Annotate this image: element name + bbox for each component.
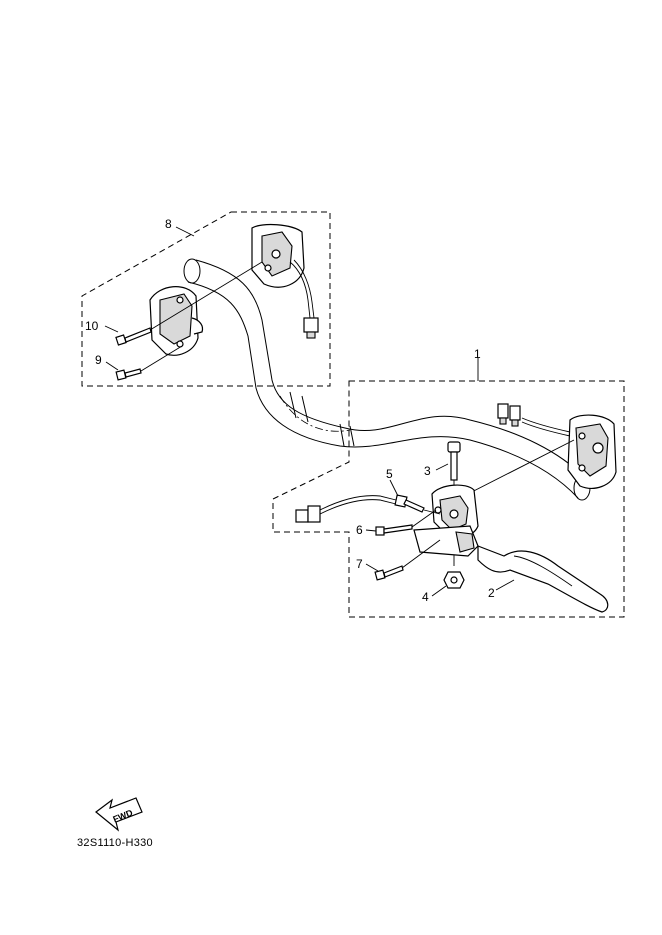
screw-7 <box>374 565 404 581</box>
callout-6: 6 <box>356 523 363 537</box>
bolt-3 <box>447 441 461 481</box>
switch-housing-right <box>567 414 617 489</box>
callout-leader-9 <box>105 361 119 371</box>
assembly-line-9 <box>140 345 183 372</box>
callout-7: 7 <box>356 557 363 571</box>
group-8-boundary <box>81 211 331 387</box>
assembly-line-5 <box>423 509 441 515</box>
screw-9 <box>115 368 142 381</box>
drawing-code: 32S1110-H330 <box>77 837 153 849</box>
callout-5: 5 <box>386 467 393 481</box>
callout-1: 1 <box>474 347 481 361</box>
group-1-boundary <box>272 380 625 618</box>
callout-leader-6 <box>365 529 377 532</box>
wire-connector-8 <box>303 317 319 339</box>
callout-leader-2 <box>495 579 515 591</box>
assembly-line-right <box>455 439 575 501</box>
callout-8: 8 <box>165 217 172 231</box>
assembly-line-10 <box>149 261 263 331</box>
callout-leader-10 <box>104 325 119 333</box>
nut-4 <box>443 571 465 589</box>
callout-3: 3 <box>424 464 431 478</box>
screw-6 <box>375 524 413 536</box>
callout-leader-3 <box>435 463 449 471</box>
callout-leader-7 <box>365 563 379 572</box>
callout-leader-8 <box>175 226 195 237</box>
callout-leader-5 <box>389 479 399 497</box>
wire-connector-right <box>497 403 571 437</box>
screw-10 <box>115 327 152 346</box>
fwd-arrow-icon: FWD <box>95 797 143 832</box>
handlebar-outline <box>183 258 591 501</box>
callout-9: 9 <box>95 353 102 367</box>
callout-10: 10 <box>85 319 99 333</box>
switch-cable-5 <box>295 494 425 523</box>
callout-leader-4 <box>431 585 447 597</box>
switch-housing-front <box>149 286 204 356</box>
lever-bracket <box>413 484 479 557</box>
callout-2: 2 <box>488 586 495 600</box>
assembly-line-7 <box>401 539 441 569</box>
brake-lever-2 <box>477 545 609 613</box>
switch-housing-rear <box>251 223 315 319</box>
callout-4: 4 <box>422 590 429 604</box>
assembly-line-6 <box>411 509 437 528</box>
